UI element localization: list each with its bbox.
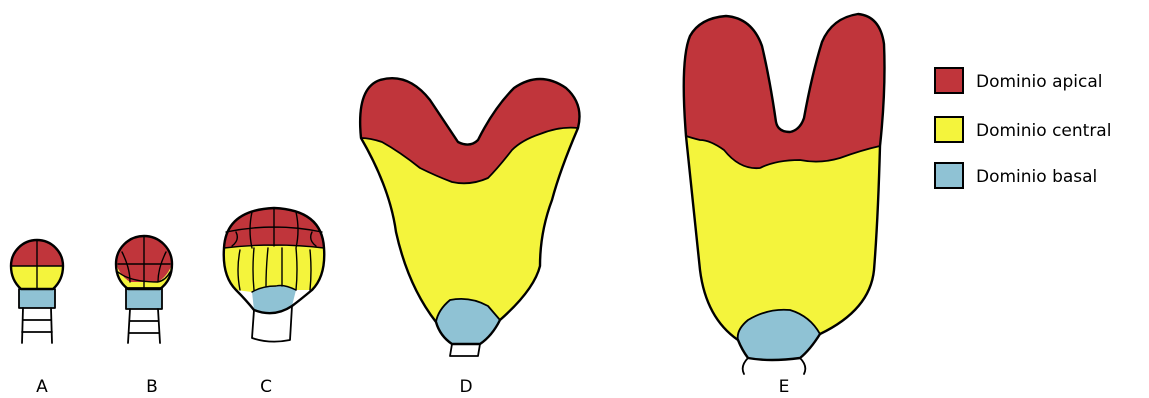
legend-label-apical: Dominio apical bbox=[976, 72, 1103, 92]
stage-label-c: C bbox=[260, 377, 272, 397]
embryo-d: D bbox=[360, 78, 579, 397]
embryo-a-suspensor bbox=[22, 308, 52, 343]
legend-swatch-apical bbox=[935, 68, 963, 93]
legend: Dominio apical Dominio central Dominio b… bbox=[935, 68, 1111, 188]
embryo-b-suspensor bbox=[128, 309, 160, 343]
legend-label-basal: Dominio basal bbox=[976, 167, 1097, 187]
stage-label-e: E bbox=[779, 377, 790, 397]
legend-item-central: Dominio central bbox=[935, 117, 1111, 142]
stage-label-b: B bbox=[146, 377, 158, 397]
stage-label-a: A bbox=[36, 377, 48, 397]
legend-item-apical: Dominio apical bbox=[935, 68, 1103, 93]
legend-item-basal: Dominio basal bbox=[935, 163, 1097, 188]
embryo-e: E bbox=[684, 14, 885, 397]
legend-label-central: Dominio central bbox=[976, 121, 1111, 141]
embryo-b-basal-domain bbox=[126, 288, 162, 309]
embryo-a: A bbox=[11, 240, 63, 397]
stage-label-d: D bbox=[459, 377, 472, 397]
embryo-b: B bbox=[116, 236, 172, 397]
embryo-c: C bbox=[224, 208, 325, 397]
embryo-d-suspensor bbox=[450, 344, 480, 356]
legend-swatch-basal bbox=[935, 163, 963, 188]
embryo-c-basal-domain bbox=[252, 286, 296, 314]
legend-swatch-central bbox=[935, 117, 963, 142]
embryo-a-basal-domain bbox=[19, 289, 55, 308]
